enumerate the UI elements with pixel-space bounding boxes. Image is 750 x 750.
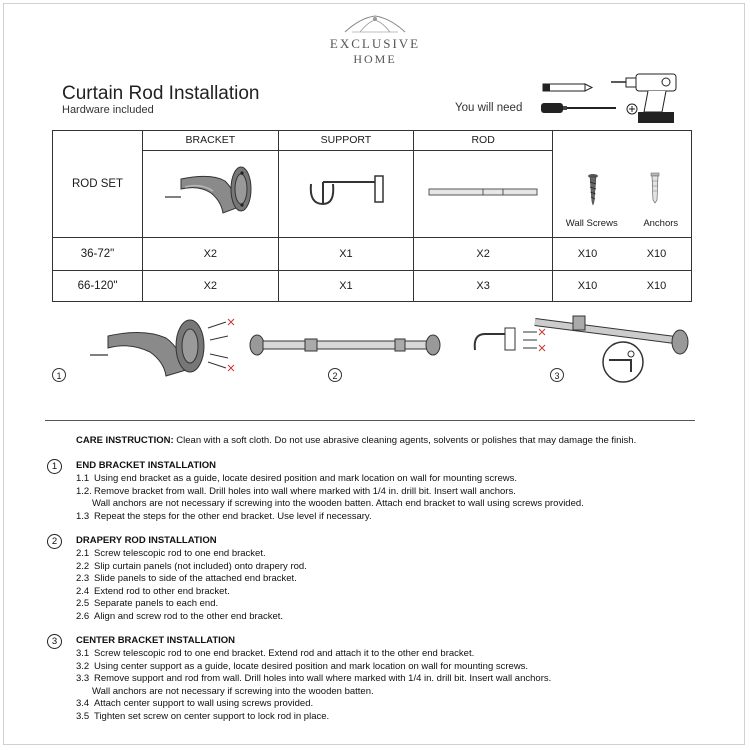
page-subtitle: Hardware included bbox=[62, 104, 154, 116]
row-screws-qty: X10 bbox=[552, 236, 622, 271]
anchor-icon bbox=[650, 172, 660, 204]
step-marker-1: 1 bbox=[52, 368, 66, 382]
step-marker-2: 2 bbox=[328, 368, 342, 382]
rod-image-cell bbox=[413, 149, 553, 238]
diagram-center-bracket bbox=[473, 315, 689, 383]
screwdriver-icon bbox=[541, 103, 638, 115]
drill-icon bbox=[611, 73, 677, 123]
wall-screw-icon bbox=[588, 173, 598, 206]
pencil-icon bbox=[542, 83, 594, 92]
rod-set-label: ROD SET bbox=[51, 130, 144, 238]
row-rod-qty: X3 bbox=[413, 269, 553, 303]
section-title: CENTER BRACKET INSTALLATION bbox=[76, 635, 236, 646]
column-header-rod: ROD bbox=[413, 130, 553, 151]
installation-diagrams: 1 2 3 bbox=[40, 310, 720, 390]
section-title: END BRACKET INSTALLATION bbox=[76, 460, 217, 471]
brand-name-line1: EXCLUSIVE bbox=[329, 36, 421, 51]
page-frame bbox=[3, 3, 745, 745]
column-header-bracket: BRACKET bbox=[142, 130, 279, 151]
care-text: Clean with a soft cloth. Do not use abra… bbox=[173, 435, 637, 446]
step-item: Wall anchors are not necessary if screwi… bbox=[92, 685, 374, 697]
end-bracket-icon bbox=[165, 166, 252, 214]
row-size: 36-72" bbox=[51, 236, 144, 271]
fasteners-illustration bbox=[588, 172, 660, 206]
hardware-table: ROD SET BRACKET SUPPORT ROD Wall Screws … bbox=[51, 130, 692, 303]
row-bracket-qty: X2 bbox=[142, 269, 279, 303]
section-number: 3 bbox=[47, 634, 62, 649]
care-instruction: CARE INSTRUCTION: Clean with a soft clot… bbox=[76, 435, 636, 446]
row-support-qty: X1 bbox=[277, 269, 415, 303]
row-support-qty: X1 bbox=[277, 236, 415, 271]
section-title: DRAPERY ROD INSTALLATION bbox=[76, 535, 217, 546]
diagram-drapery-rod bbox=[249, 334, 441, 356]
rod-icon bbox=[428, 188, 538, 196]
step-item: Wall anchors are not necessary if screwi… bbox=[92, 498, 584, 509]
fastener-label-wall-screws: Wall Screws bbox=[565, 217, 618, 229]
care-label: CARE INSTRUCTION: bbox=[76, 435, 174, 446]
row-bracket-qty: X2 bbox=[142, 236, 279, 271]
support-image-cell bbox=[277, 149, 415, 238]
center-support-icon bbox=[309, 175, 384, 206]
fastener-label-anchors: Anchors bbox=[643, 217, 679, 229]
bracket-image-cell bbox=[142, 149, 279, 238]
diagram-end-bracket bbox=[90, 318, 235, 377]
row-anchors-qty: X10 bbox=[622, 269, 692, 303]
brand-name-line2: HOME bbox=[353, 52, 397, 66]
section-number: 2 bbox=[47, 534, 62, 549]
row-screws-qty: X10 bbox=[552, 269, 622, 303]
brand-logo: EXCLUSIVE HOME bbox=[0, 12, 750, 67]
step-marker-3: 3 bbox=[550, 368, 564, 382]
divider bbox=[45, 420, 695, 421]
row-anchors-qty: X10 bbox=[622, 236, 692, 271]
page-title: Curtain Rod Installation bbox=[62, 83, 260, 104]
fasteners-cell: Wall Screws Anchors bbox=[552, 130, 692, 238]
tools-label: You will need bbox=[455, 102, 523, 114]
column-header-support: SUPPORT bbox=[277, 130, 415, 151]
row-rod-qty: X2 bbox=[413, 236, 553, 271]
section-number: 1 bbox=[47, 459, 62, 474]
brand-crest-icon bbox=[344, 15, 406, 33]
row-size: 66-120" bbox=[51, 269, 144, 303]
tools-illustration bbox=[541, 73, 677, 123]
step-item: 1.2.Remove bracket from wall. Drill hole… bbox=[76, 485, 516, 497]
